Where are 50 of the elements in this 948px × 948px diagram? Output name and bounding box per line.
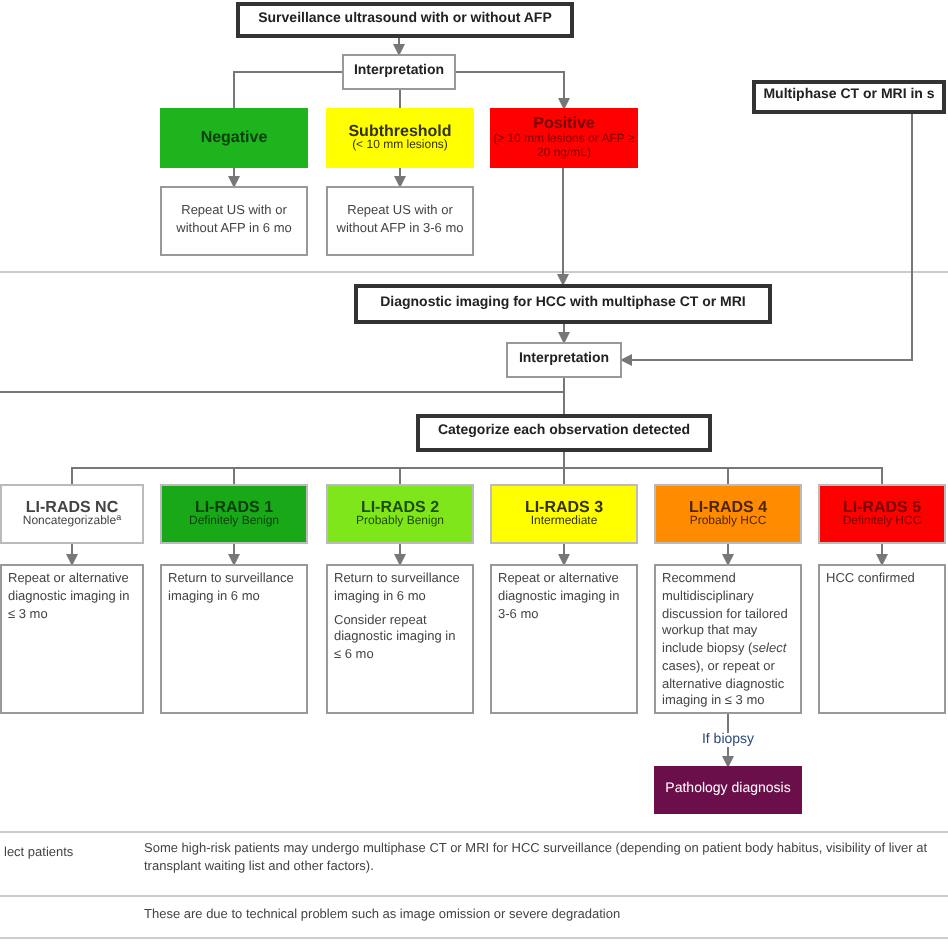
category-box xyxy=(0,484,144,544)
arrow xyxy=(394,543,406,566)
action-box xyxy=(818,564,946,714)
connector-line xyxy=(233,71,343,109)
process-box xyxy=(752,80,946,114)
category-box xyxy=(490,484,638,544)
connector-line xyxy=(0,391,565,415)
box-heading: LI-RADS 5 xyxy=(842,497,922,516)
box-heading: LI-RADS NC xyxy=(25,497,119,516)
box-heading: LI-RADS 3 xyxy=(524,497,604,516)
process-box xyxy=(354,284,772,324)
category-box xyxy=(818,484,946,544)
arrow xyxy=(228,167,240,188)
action-box xyxy=(0,564,144,714)
action-box xyxy=(490,564,638,714)
category-box xyxy=(654,484,802,544)
action-box xyxy=(326,186,474,256)
result-box xyxy=(654,766,802,814)
result-box xyxy=(490,108,638,168)
arrow xyxy=(876,543,888,566)
process-box xyxy=(342,54,456,90)
arrow xyxy=(228,543,240,566)
box-heading: LI-RADS 4 xyxy=(688,497,768,516)
arrow xyxy=(455,71,570,110)
box-heading: Positive xyxy=(533,114,595,133)
arrow xyxy=(66,543,78,566)
arrow xyxy=(394,167,406,188)
result-box xyxy=(326,108,474,168)
action-box xyxy=(326,564,474,714)
box-heading: LI-RADS 2 xyxy=(360,497,440,516)
process-box xyxy=(416,414,712,452)
action-box xyxy=(160,186,308,256)
arrow xyxy=(558,543,570,566)
box-heading: LI-RADS 1 xyxy=(194,497,274,516)
action-box xyxy=(160,564,308,714)
arrow xyxy=(722,543,734,566)
result-box xyxy=(160,108,308,168)
category-box xyxy=(326,484,474,544)
category-box xyxy=(160,484,308,544)
box-text: Negative xyxy=(200,128,268,148)
box-heading: Subthreshold xyxy=(348,121,452,140)
connector-line xyxy=(563,451,883,485)
connector-line xyxy=(399,89,401,109)
arrow xyxy=(393,37,405,56)
action-box xyxy=(654,564,802,714)
process-box xyxy=(506,342,622,378)
arrow xyxy=(557,167,569,286)
arrow xyxy=(558,323,570,344)
arrow xyxy=(620,113,913,366)
process-box xyxy=(236,2,574,38)
